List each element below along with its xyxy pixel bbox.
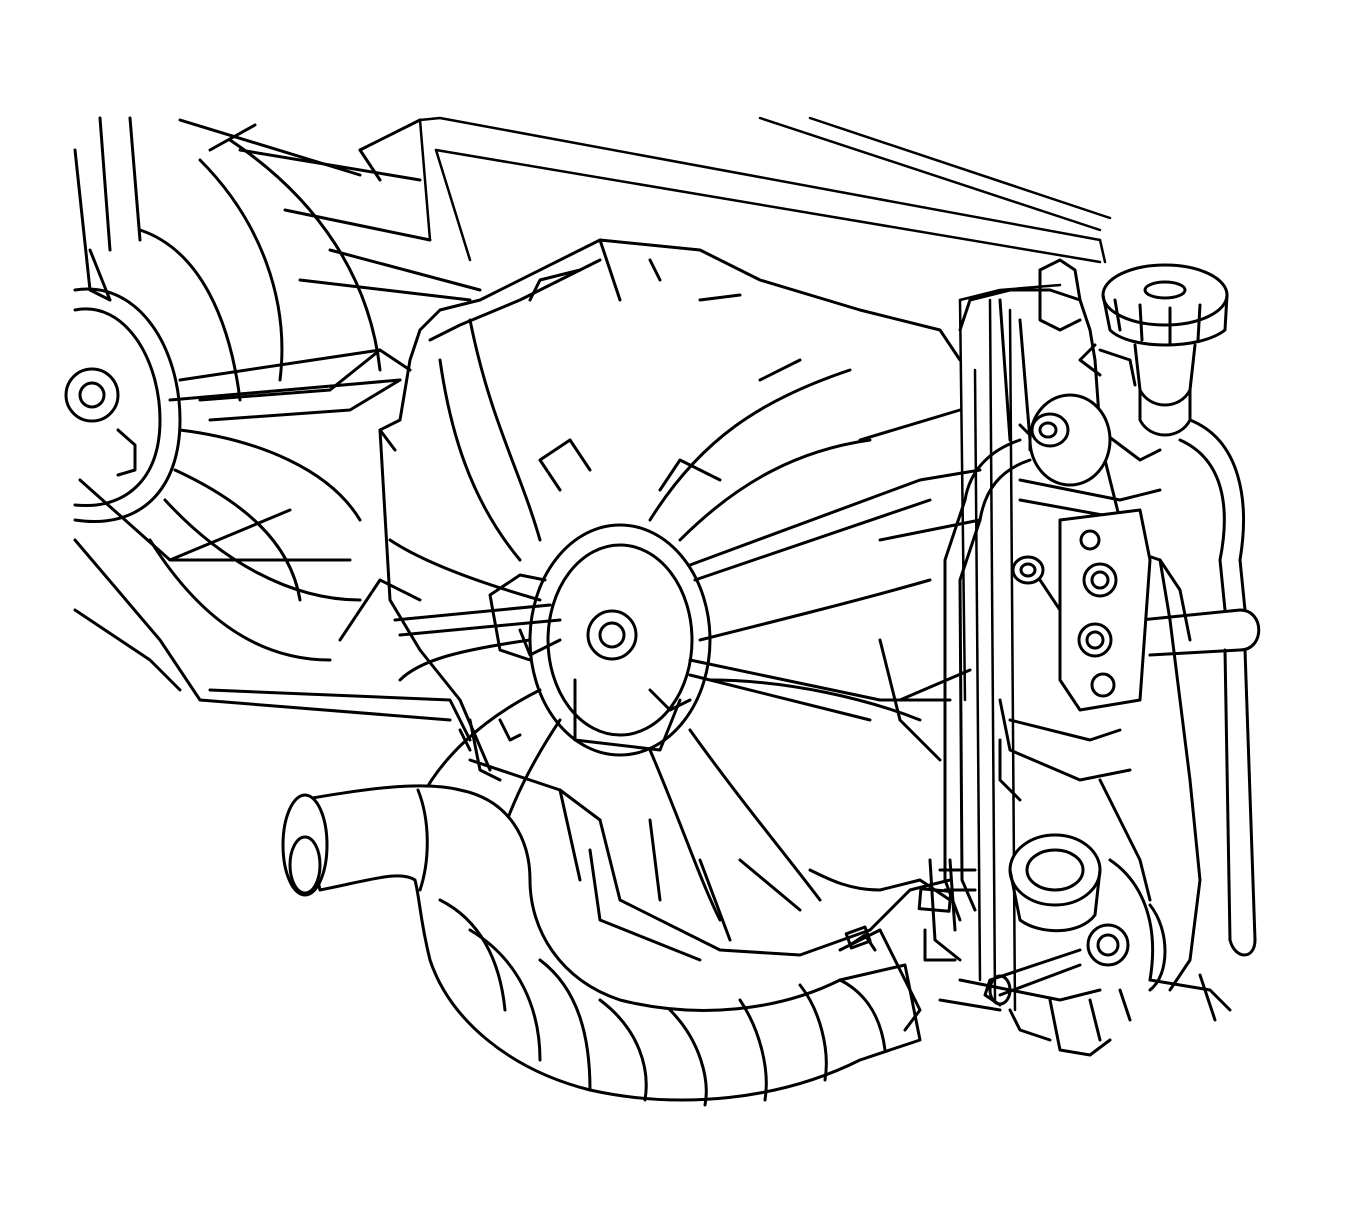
cooler-line [938,438,1032,922]
shroud-bottom [458,718,952,902]
radiator-hose-icon [281,784,922,1107]
radiator-cap-icon [1078,263,1229,437]
fan-frame-braces [168,348,982,722]
right-fan-shroud [378,238,982,962]
lower-radiator-hose [281,784,922,1107]
middle-bracket [1011,508,1152,712]
cooling-fan-icon [64,138,382,662]
radiator-cap [1078,263,1229,437]
side-tube [917,858,962,962]
left-fan [64,138,382,662]
coolant-overflow-tube [1138,418,1261,957]
upper-fitting [1018,393,1112,487]
lower-fitting [983,833,1167,1022]
